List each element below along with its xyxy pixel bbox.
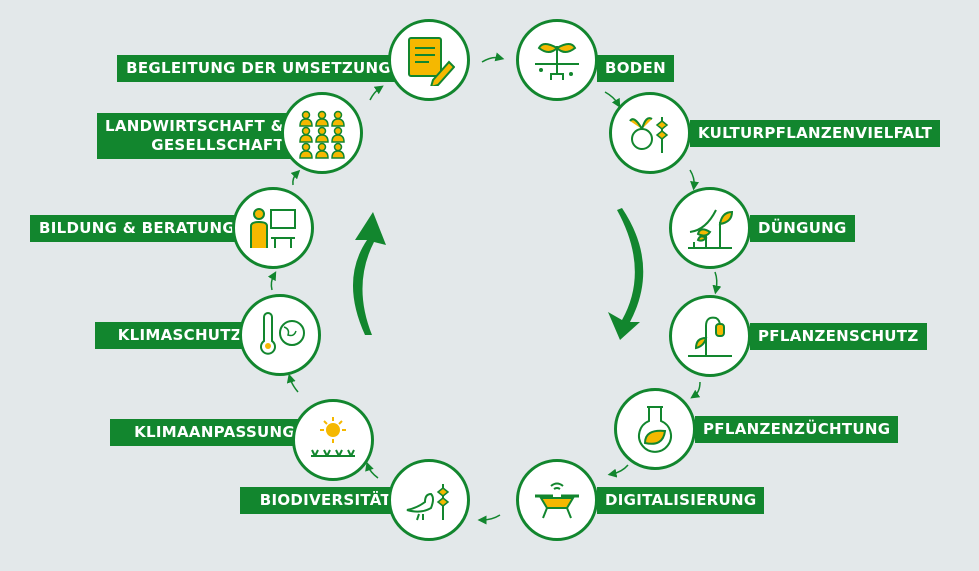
step-label-digitalisierung: DIGITALISIERUNG: [597, 487, 765, 514]
bird-grain-icon: [406, 484, 450, 521]
sun-grass-icon: [311, 417, 355, 457]
beet-grain-icon: [629, 117, 669, 153]
big-arrow-up: [352, 212, 386, 335]
step-circle-pflanzenschutz: [669, 295, 751, 377]
step-label-klimaanpassung: KLIMAANPASSUNG: [110, 419, 303, 446]
drone-icon: [535, 482, 579, 519]
step-label-biodiversität: BIODIVERSITÄT: [240, 487, 399, 514]
step-label-line: GESELLSCHAFT: [151, 136, 284, 154]
step-circle-klimaschutz: [239, 294, 321, 376]
step-label-boden: BODEN: [597, 55, 674, 82]
step-label-bildung-beratung: BILDUNG & BERATUNG: [30, 215, 243, 242]
seedling-soil-icon: [535, 43, 579, 80]
step-circle-begleitung-der-umsetzung: [388, 19, 470, 101]
step-circle-boden: [516, 19, 598, 101]
step-circle-bildung-beratung: [232, 187, 314, 269]
notepad-pencil-icon: [408, 37, 455, 86]
arrow-small: [481, 52, 505, 63]
thermometer-globe-icon: [260, 312, 305, 355]
step-circle-klimaanpassung: [292, 399, 374, 481]
step-label-pflanzenschutz: PFLANZENSCHUTZ: [750, 323, 927, 350]
step-label-kulturpflanzenvielfalt: KULTURPFLANZENVIELFALT: [690, 120, 941, 147]
step-label-begleitung-der-umsetzung: BEGLEITUNG DER UMSETZUNG: [117, 55, 399, 82]
step-label-klimaschutz: KLIMASCHUTZ: [95, 322, 250, 349]
step-circle-düngung: [669, 187, 751, 269]
wilting-plant-pest-icon: [688, 316, 732, 357]
group-people-icon: [299, 110, 345, 159]
step-circle-digitalisierung: [516, 459, 598, 541]
teacher-board-icon: [250, 208, 296, 248]
step-circle-biodiversität: [388, 459, 470, 541]
step-label-landwirtschaft-gesellschaft: LANDWIRTSCHAFT &GESELLSCHAFT: [97, 113, 292, 159]
arrow-small: [604, 91, 621, 108]
growing-plants-icon: [688, 209, 734, 249]
step-circle-kulturpflanzenvielfalt: [609, 92, 691, 174]
step-circle-landwirtschaft-gesellschaft: [281, 92, 363, 174]
step-label-düngung: DÜNGUNG: [750, 215, 855, 242]
flask-leaf-icon: [638, 406, 672, 453]
big-arrow-down: [608, 208, 644, 340]
step-label-pflanzenzüchtung: PFLANZENZÜCHTUNG: [695, 416, 899, 443]
step-circle-pflanzenzüchtung: [614, 388, 696, 470]
step-label-line: LANDWIRTSCHAFT &: [105, 117, 284, 135]
